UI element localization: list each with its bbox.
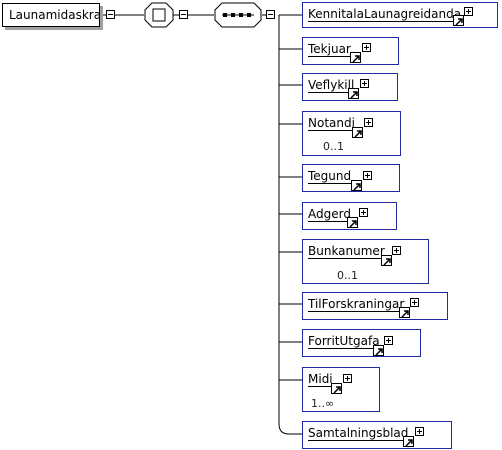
element-notandi[interactable]: Notandi 0..1 [302, 111, 401, 156]
expand-plus-icon[interactable] [364, 118, 373, 127]
expand-plus-icon[interactable] [464, 7, 473, 16]
element-kennitala-launagreidanda[interactable]: KennitalaLaunagreidanda [302, 2, 498, 28]
sequence-collapse-toggle[interactable] [266, 10, 275, 19]
element-label: Adgerd [308, 207, 353, 222]
expand-plus-icon[interactable] [363, 171, 372, 180]
element-forrit-utgafa[interactable]: ForritUtgafa [302, 329, 421, 357]
element-label: Bunkanumer [308, 244, 387, 259]
expand-plus-icon[interactable] [343, 374, 352, 383]
reference-arrow-icon [347, 217, 358, 228]
reference-arrow-icon [403, 436, 414, 447]
element-label: Veflykill [308, 78, 357, 93]
cardinality-label: 0..1 [323, 140, 344, 153]
element-label: Samtalningsblad [308, 426, 411, 441]
expand-plus-icon[interactable] [392, 246, 401, 255]
element-bunkanumer[interactable]: Bunkanumer 0..1 [302, 239, 429, 284]
reference-arrow-icon [373, 345, 384, 356]
reference-arrow-icon [348, 88, 359, 99]
compositor-octagon [144, 2, 174, 28]
expand-plus-icon[interactable] [359, 208, 368, 217]
element-midi[interactable]: Midi 1..∞ [302, 367, 380, 412]
reference-arrow-icon [352, 127, 363, 138]
element-label: Midi [308, 372, 335, 387]
element-label: TilForskraningar [308, 297, 407, 312]
reference-arrow-icon [331, 383, 342, 394]
element-label: KennitalaLaunagreidanda [308, 7, 464, 22]
expand-plus-icon[interactable] [415, 427, 424, 436]
element-veflykill[interactable]: Veflykill [302, 73, 398, 101]
reference-arrow-icon [381, 255, 392, 266]
expand-plus-icon[interactable] [362, 43, 371, 52]
element-samtalningsblad[interactable]: Samtalningsblad [302, 421, 452, 449]
expand-plus-icon[interactable] [360, 79, 369, 88]
root-collapse-toggle[interactable] [106, 10, 115, 19]
reference-arrow-icon [453, 15, 464, 26]
reference-arrow-icon [350, 52, 361, 63]
reference-arrow-icon [351, 180, 362, 191]
element-label: ForritUtgafa [308, 334, 382, 349]
expand-plus-icon[interactable] [384, 336, 393, 345]
root-element[interactable]: Launamidaskra [2, 3, 102, 27]
expand-plus-icon[interactable] [410, 298, 419, 307]
sequence-icon [214, 2, 262, 28]
cardinality-label: 0..1 [337, 269, 358, 282]
compositor-collapse-toggle[interactable] [179, 10, 188, 19]
element-label: Notandi [308, 116, 357, 131]
element-label: Tekjuar [308, 42, 353, 57]
cardinality-label: 1..∞ [311, 397, 335, 410]
root-element-label: Launamidaskra [9, 8, 102, 22]
element-label: Tegund [308, 169, 354, 184]
element-til-forskraningar[interactable]: TilForskraningar [302, 292, 448, 320]
reference-arrow-icon [399, 307, 410, 318]
element-tegund[interactable]: Tegund [302, 164, 400, 192]
